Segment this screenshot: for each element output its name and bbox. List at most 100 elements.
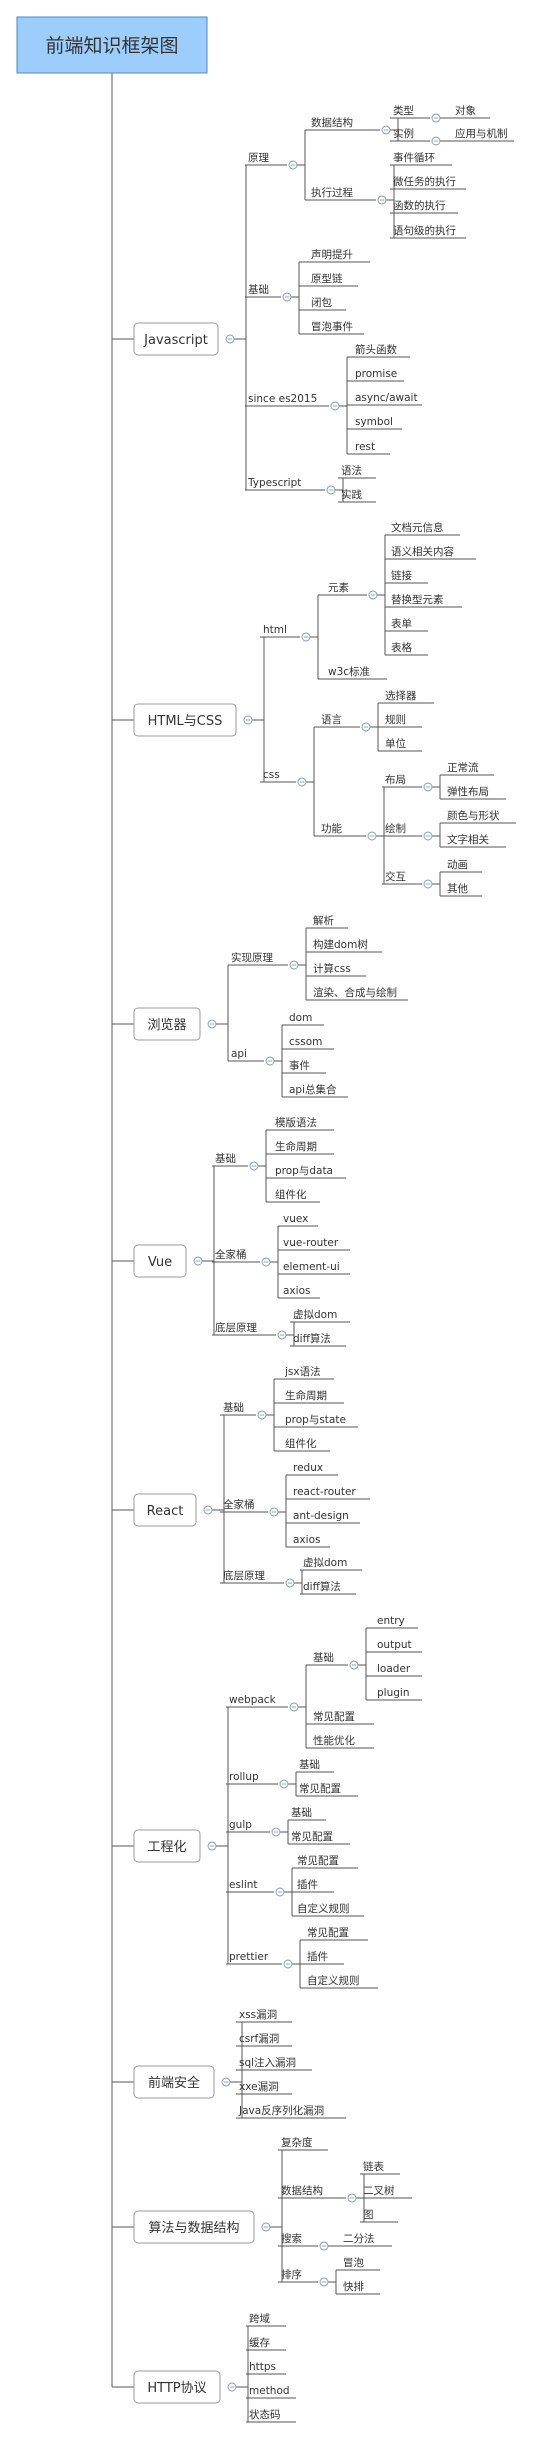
subtopic-node-vmbyf[interactable]: 模版语法 <box>272 1116 334 1131</box>
subtopic-node-vxndom[interactable]: 虚拟dom <box>290 1308 350 1323</box>
subtopic-node-rdcyl[interactable]: 底层原理 <box>220 1569 284 1584</box>
subtopic-node-vqjt[interactable]: 全家桶 <box>212 1248 260 1263</box>
subtopic-node-vdcyl[interactable]: 底层原理 <box>212 1321 276 1336</box>
circle-minus-icon[interactable] <box>282 292 292 302</box>
circle-minus-icon[interactable] <box>243 715 253 725</box>
circle-minus-icon[interactable] <box>271 1827 281 1837</box>
topic-node-js[interactable]: Javascript <box>133 322 219 356</box>
subtopic-node-jths[interactable]: 箭头函数 <box>352 343 410 358</box>
subtopic-node-cssom[interactable]: cssom <box>286 1036 334 1050</box>
subtopic-node-kuayu[interactable]: 跨域 <box>246 2312 286 2327</box>
subtopic-node-guize[interactable]: 规则 <box>382 713 422 728</box>
subtopic-node-maopao[interactable]: 冒泡 <box>340 2256 380 2271</box>
subtopic-node-method[interactable]: method <box>246 2385 296 2399</box>
subtopic-node-rzjh[interactable]: 组件化 <box>282 1437 330 1452</box>
topic-node-gch[interactable]: 工程化 <box>133 1829 201 1863</box>
circle-minus-icon[interactable] <box>431 136 441 146</box>
subtopic-node-redux[interactable]: redux <box>290 1462 338 1476</box>
circle-minus-icon[interactable] <box>349 1660 359 1670</box>
circle-minus-icon[interactable] <box>265 1056 275 1066</box>
circle-minus-icon[interactable] <box>289 1702 299 1712</box>
subtopic-node-gulp[interactable]: gulp <box>226 1819 270 1833</box>
subtopic-node-wjc[interactable]: 基础 <box>310 1651 348 1666</box>
subtopic-node-efu[interactable]: 二分法 <box>340 2232 392 2247</box>
subtopic-node-mpsj[interactable]: 冒泡事件 <box>308 320 364 335</box>
subtopic-node-yxl[interactable]: 原型链 <box>308 272 358 287</box>
circle-minus-icon[interactable] <box>423 879 433 889</box>
topic-node-browser[interactable]: 浏览器 <box>133 1007 201 1041</box>
circle-minus-icon[interactable] <box>283 1959 293 1969</box>
subtopic-node-rxndom[interactable]: 虚拟dom <box>300 1556 362 1571</box>
subtopic-node-ecs[interactable]: 二叉树 <box>360 2184 412 2199</box>
topic-node-qdaq[interactable]: 前端安全 <box>133 2065 215 2099</box>
subtopic-node-vjc[interactable]: 基础 <box>212 1152 248 1167</box>
subtopic-node-sjjg[interactable]: 数据结构 <box>308 116 380 131</box>
subtopic-node-api[interactable]: api <box>228 1048 264 1062</box>
subtopic-node-async[interactable]: async/await <box>352 392 422 406</box>
subtopic-node-entry[interactable]: entry <box>374 1615 418 1629</box>
circle-minus-icon[interactable] <box>423 782 433 792</box>
subtopic-node-paixu[interactable]: 排序 <box>278 2268 318 2283</box>
subtopic-node-smts[interactable]: 声明提升 <box>308 248 370 263</box>
subtopic-node-ecjpz[interactable]: 常见配置 <box>294 1854 358 1869</box>
subtopic-node-rest[interactable]: rest <box>352 441 390 455</box>
subtopic-node-duixiang[interactable]: 对象 <box>452 104 490 119</box>
subtopic-node-sjxh[interactable]: 事件循环 <box>390 151 452 166</box>
subtopic-node-jsx[interactable]: jsx语法 <box>282 1365 334 1380</box>
circle-minus-icon[interactable] <box>207 1841 217 1851</box>
subtopic-node-donghua[interactable]: 动画 <box>444 859 482 873</box>
circle-minus-icon[interactable] <box>193 1256 203 1266</box>
subtopic-node-pchajian[interactable]: 插件 <box>304 1950 344 1965</box>
circle-minus-icon[interactable] <box>285 1578 295 1588</box>
subtopic-node-gongneng[interactable]: 功能 <box>318 822 366 837</box>
subtopic-node-rjc[interactable]: 基础 <box>220 1401 256 1416</box>
subtopic-node-rprop[interactable]: prop与state <box>282 1414 358 1428</box>
subtopic-node-tsyf[interactable]: 语法 <box>338 464 376 479</box>
subtopic-node-yjjdzx[interactable]: 语句级的执行 <box>390 224 466 239</box>
topic-node-http[interactable]: HTTP协议 <box>133 2370 221 2404</box>
subtopic-node-yyjz[interactable]: 应用与机制 <box>452 127 514 142</box>
subtopic-node-xxe[interactable]: xxe漏洞 <box>236 2081 292 2095</box>
subtopic-node-shili[interactable]: 实例 <box>390 127 430 142</box>
subtopic-node-jiexi[interactable]: 解析 <box>310 914 348 929</box>
subtopic-node-rollup[interactable]: rollup <box>226 1771 278 1785</box>
subtopic-node-vuex[interactable]: vuex <box>280 1213 318 1227</box>
topic-node-htmlcss[interactable]: HTML与CSS <box>133 703 237 737</box>
circle-minus-icon[interactable] <box>261 1257 271 1267</box>
subtopic-node-w3c[interactable]: w3c标准 <box>325 666 387 680</box>
subtopic-node-ysyxz[interactable]: 颜色与形状 <box>444 809 516 824</box>
subtopic-node-rrouter[interactable]: react-router <box>290 1486 370 1500</box>
topic-node-sfsj[interactable]: 算法与数据结构 <box>133 2210 255 2244</box>
circle-minus-icon[interactable] <box>431 113 441 123</box>
subtopic-node-pcjpz[interactable]: 常见配置 <box>304 1926 368 1941</box>
subtopic-node-antd[interactable]: ant-design <box>290 1510 360 1524</box>
subtopic-node-plugin[interactable]: plugin <box>374 1687 422 1701</box>
subtopic-node-rdiff[interactable]: diff算法 <box>300 1580 356 1595</box>
circle-minus-icon[interactable] <box>368 590 378 600</box>
circle-minus-icon[interactable] <box>301 632 311 642</box>
subtopic-node-yuyan[interactable]: 语言 <box>318 713 360 728</box>
subtopic-node-tssj[interactable]: 实践 <box>338 488 376 503</box>
subtopic-node-thxys[interactable]: 替换型元素 <box>388 593 462 608</box>
circle-minus-icon[interactable] <box>381 125 391 135</box>
subtopic-node-leixing[interactable]: 类型 <box>390 104 430 119</box>
subtopic-node-zxgc[interactable]: 执行过程 <box>308 186 376 201</box>
circle-minus-icon[interactable] <box>249 1161 259 1171</box>
subtopic-node-wrw[interactable]: 微任务的执行 <box>390 175 466 190</box>
subtopic-node-tu[interactable]: 图 <box>360 2209 398 2223</box>
subtopic-node-pzdy[interactable]: 自定义规则 <box>304 1974 378 1989</box>
circle-minus-icon[interactable] <box>361 722 371 732</box>
subtopic-node-jscss[interactable]: 计算css <box>310 962 366 977</box>
subtopic-node-danwei[interactable]: 单位 <box>382 737 422 752</box>
subtopic-node-lianjie[interactable]: 链接 <box>388 569 428 584</box>
subtopic-node-vrouter[interactable]: vue-router <box>280 1237 350 1251</box>
topic-node-react[interactable]: React <box>133 1493 197 1527</box>
circle-minus-icon[interactable] <box>269 1507 279 1517</box>
subtopic-node-webpack[interactable]: webpack <box>226 1694 288 1708</box>
circle-minus-icon[interactable] <box>203 1505 213 1515</box>
circle-minus-icon[interactable] <box>227 2382 237 2392</box>
subtopic-node-shijian[interactable]: 事件 <box>286 1059 326 1074</box>
subtopic-node-xss[interactable]: xss漏洞 <box>236 2009 292 2023</box>
subtopic-node-rsmzq[interactable]: 生命周期 <box>282 1389 344 1404</box>
subtopic-node-loader[interactable]: loader <box>374 1663 422 1677</box>
